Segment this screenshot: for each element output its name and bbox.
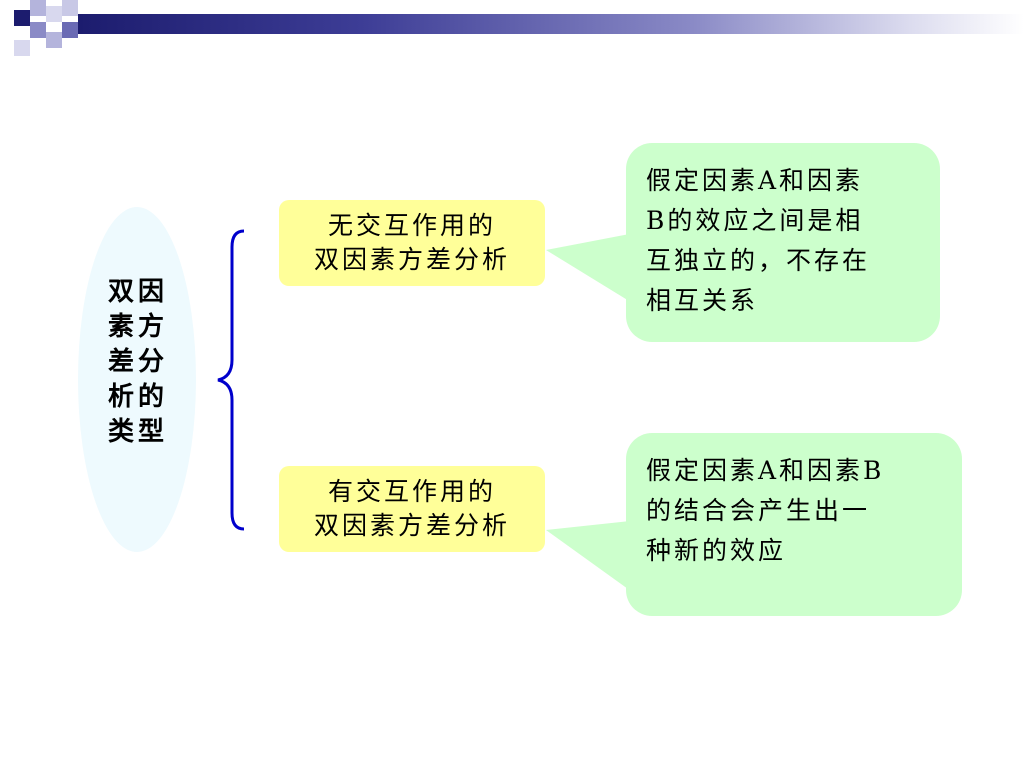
header-square: [14, 40, 30, 56]
note-with-interaction: 假定因素A和因素B 的结合会产生出一 种新的效应: [626, 433, 962, 616]
note-no-interaction: 假定因素A和因素 B的效应之间是相 互独立的，不存在 相互关系: [626, 143, 940, 342]
header-bar: [78, 14, 1024, 34]
header-decoration: [0, 0, 1024, 64]
header-square: [62, 22, 78, 38]
header-square: [30, 0, 46, 16]
branch-with-interaction: 有交互作用的 双因素方差分析: [279, 466, 545, 552]
header-square: [14, 10, 30, 26]
branch-no-interaction: 无交互作用的 双因素方差分析: [279, 200, 545, 286]
root-ellipse: [78, 207, 196, 552]
brace-connector: [217, 229, 245, 531]
root-label: 双因 素方 差分 析的 类型: [107, 277, 168, 447]
header-square: [62, 0, 78, 16]
header-square: [46, 32, 62, 48]
header-square: [46, 6, 62, 22]
header-square: [30, 22, 46, 38]
